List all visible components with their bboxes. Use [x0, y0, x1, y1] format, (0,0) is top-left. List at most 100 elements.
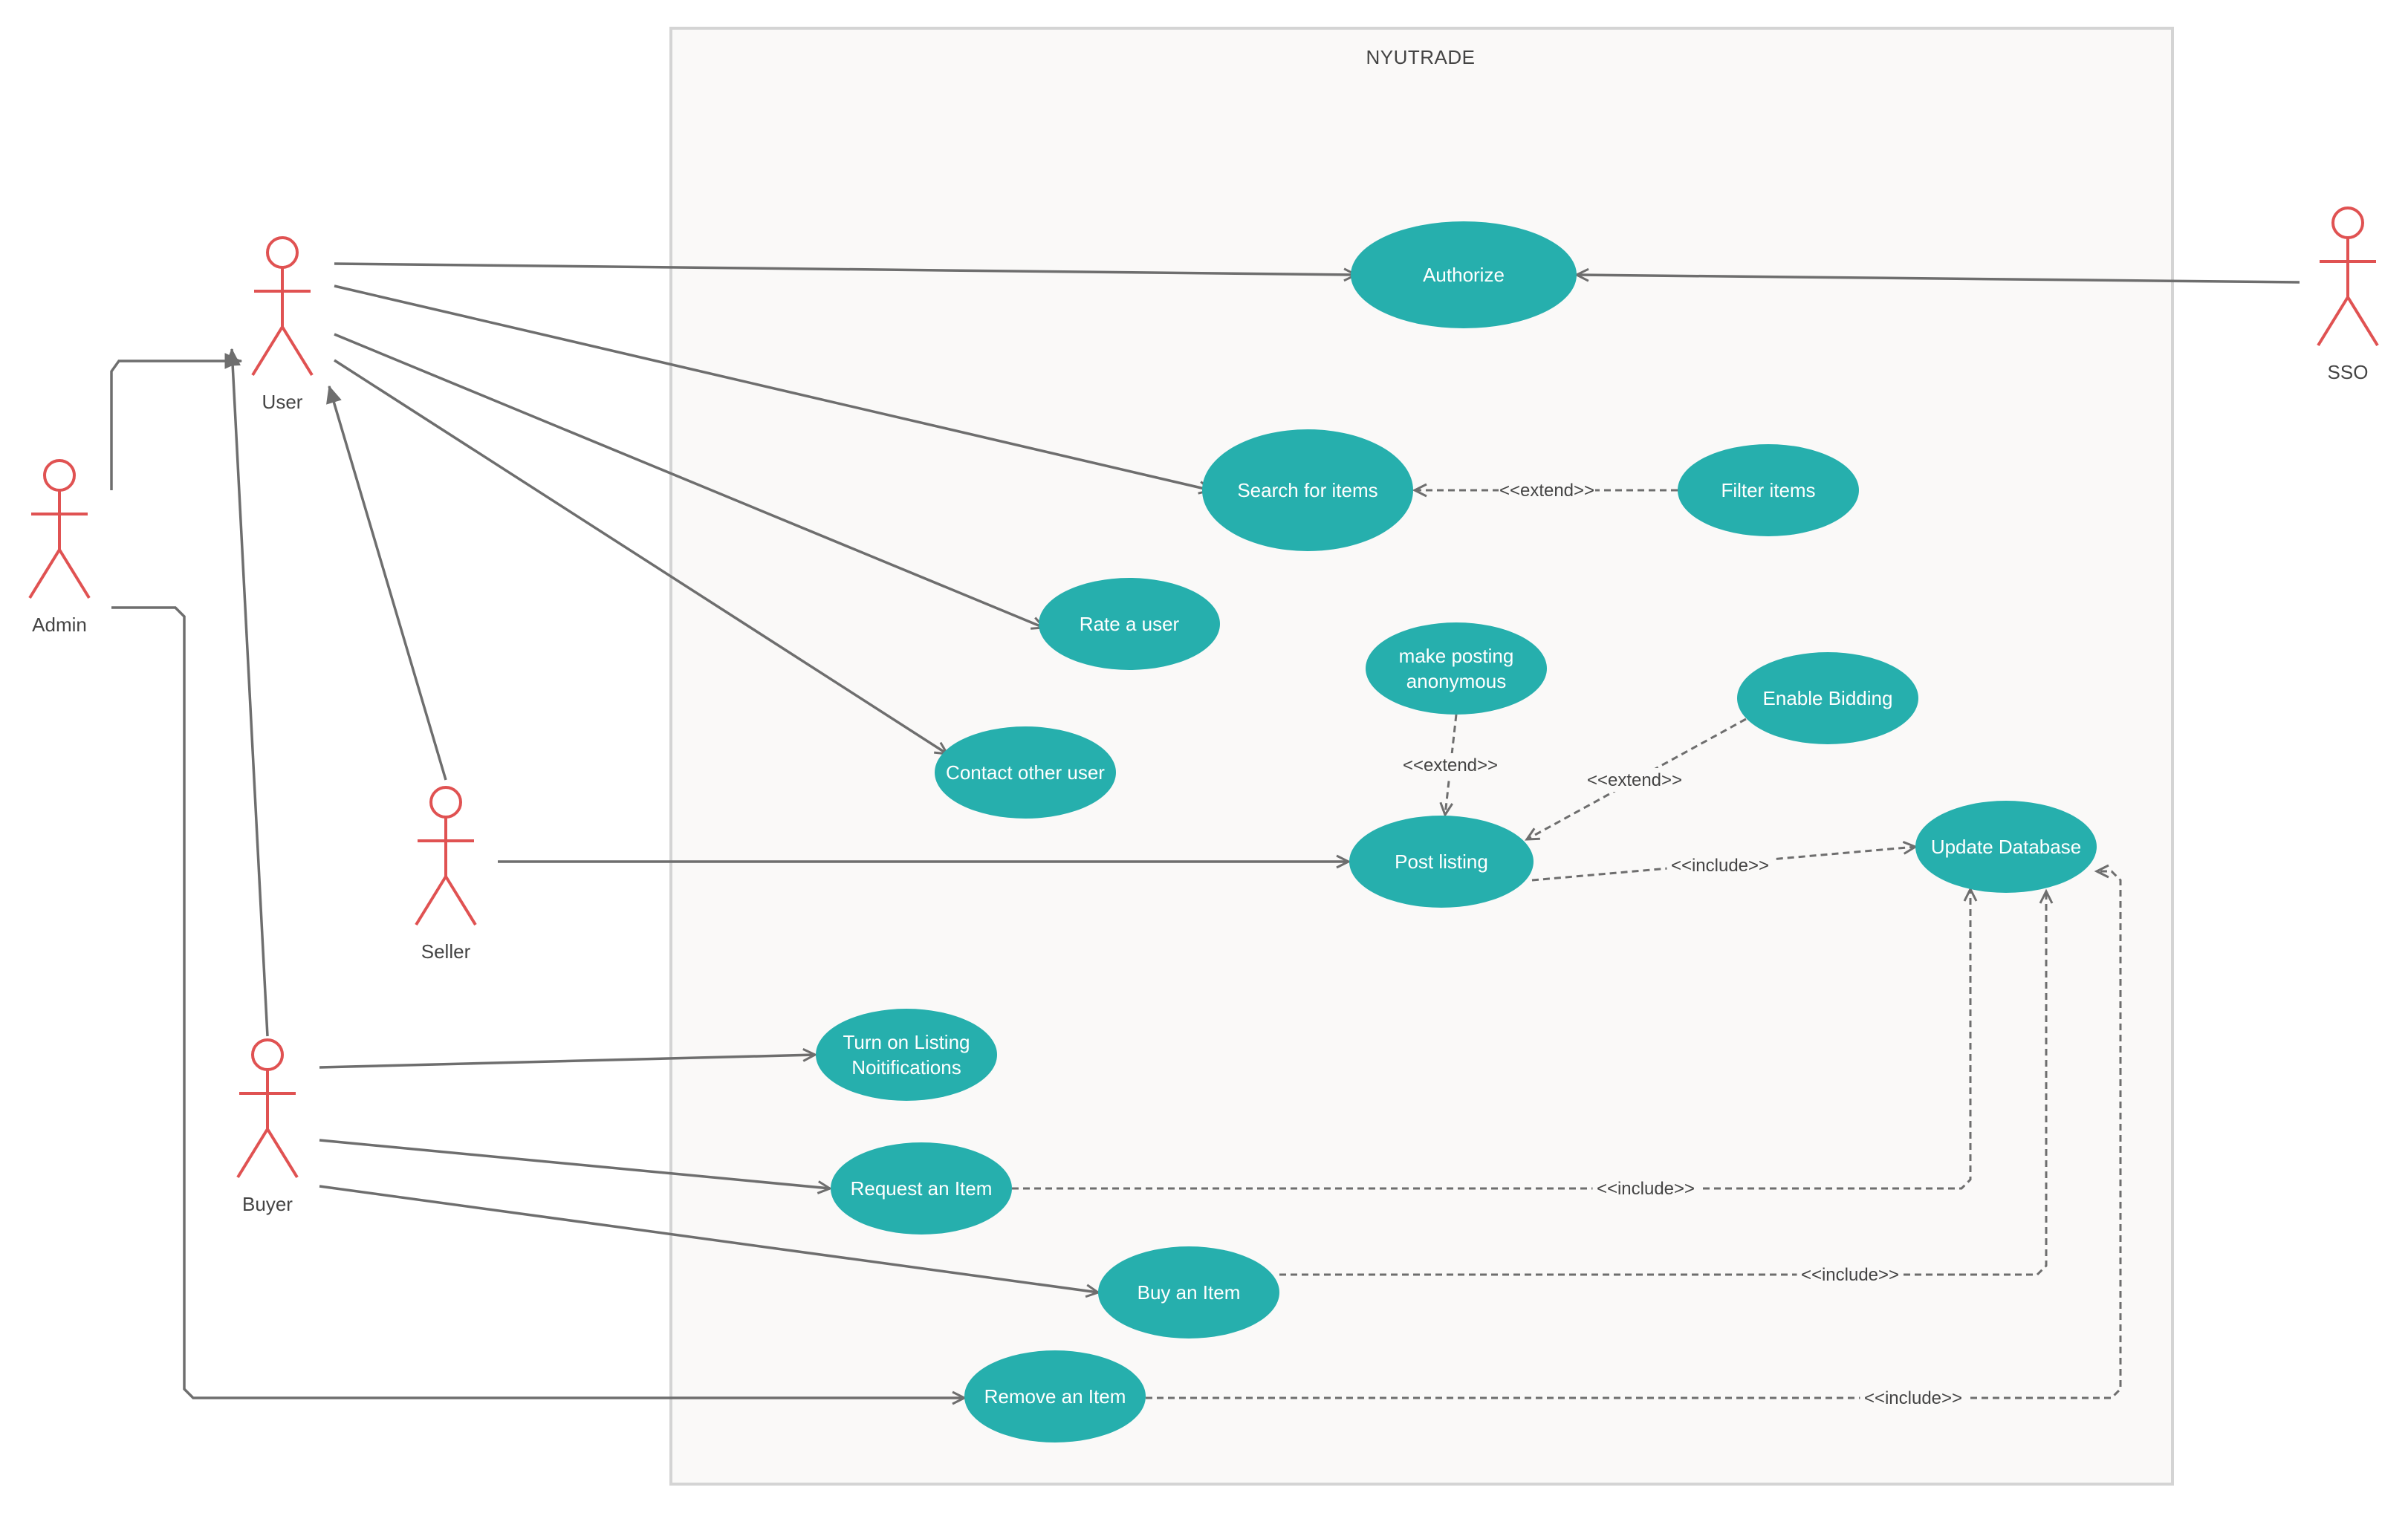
actor-admin[interactable]: Admin: [28, 459, 91, 636]
use-case-ellipse: [1915, 801, 2097, 893]
actor-left-leg: [28, 548, 61, 599]
use-case-ellipse: [1351, 221, 1577, 328]
use-case-label: Noitifications: [851, 1056, 961, 1079]
actor-head: [429, 786, 462, 819]
include-label: <<include>>: [1801, 1265, 1899, 1285]
actor-right-leg: [266, 1128, 299, 1179]
actor-head: [2331, 206, 2364, 239]
use-case-filter[interactable]: Filter items: [1678, 444, 1859, 536]
use-case-label: Post listing: [1395, 850, 1488, 873]
use-case-post[interactable]: Post listing: [1349, 816, 1534, 908]
system-title: NYUTRADE: [1366, 46, 1475, 68]
use-case-search[interactable]: Search for items: [1202, 429, 1413, 551]
use-case-ellipse: [1349, 816, 1534, 908]
use-case-label: Remove an Item: [984, 1385, 1126, 1408]
include-label-background: [1667, 853, 1773, 877]
use-case-label: anonymous: [1406, 670, 1506, 692]
relation-association-buyer-to-notify: [319, 1048, 818, 1069]
actor-user[interactable]: User: [251, 236, 314, 413]
use-case-label: Search for items: [1237, 479, 1377, 501]
use-case-ellipse: [964, 1350, 1146, 1442]
actor-right-leg: [2346, 296, 2379, 347]
relation-include-buy-to-updatedb: [1279, 888, 2054, 1276]
actor-right-leg: [281, 325, 314, 377]
actor-seller[interactable]: Seller: [415, 786, 477, 963]
actor-sso[interactable]: SSO: [2317, 206, 2379, 383]
use-case-ellipse: [1202, 429, 1413, 551]
use-case-label: Update Database: [1931, 836, 2081, 858]
use-case-label: Filter items: [1721, 479, 1815, 501]
use-case-ellipse: [1098, 1246, 1279, 1339]
relation-association-user-to-authorize: [334, 262, 1359, 282]
extend-label: <<extend>>: [1403, 755, 1498, 775]
extend-label-background: [1586, 768, 1683, 792]
actor-left-leg: [236, 1128, 269, 1179]
use-case-label: Rate a user: [1080, 613, 1180, 635]
actor-left-leg: [2317, 296, 2349, 347]
use-case-request[interactable]: Request an Item: [831, 1142, 1012, 1235]
use-case-ellipse: [816, 1009, 997, 1101]
actor-head: [43, 459, 76, 492]
actor-label: SSO: [2328, 361, 2369, 383]
relation-include-request-to-updatedb: [1012, 886, 1978, 1190]
actor-label: Buyer: [242, 1193, 293, 1215]
use-case-label: Authorize: [1423, 264, 1505, 286]
use-case-label: Request an Item: [851, 1177, 993, 1200]
include-label: <<include>>: [1597, 1179, 1695, 1199]
relation-association-user-to-search: [334, 284, 1214, 495]
actor-buyer[interactable]: Buyer: [236, 1038, 299, 1215]
actor-left-leg: [415, 875, 447, 926]
relation-association-sso-to-authorize: [1574, 267, 2300, 284]
relation-association-user-to-contact: [334, 359, 950, 755]
use-case-label: make posting: [1399, 645, 1514, 667]
use-case-ellipse: [831, 1142, 1012, 1235]
include-label: <<include>>: [1671, 856, 1769, 876]
actor-right-leg: [58, 548, 91, 599]
actor-label: Seller: [421, 940, 471, 963]
include-label-background: [1860, 1386, 1967, 1410]
use-case-rate[interactable]: Rate a user: [1039, 578, 1220, 670]
use-case-updatedb[interactable]: Update Database: [1915, 801, 2097, 893]
include-label-background: [1592, 1177, 1699, 1200]
include-label: <<include>>: [1864, 1388, 1962, 1408]
use-case-ellipse: [1737, 652, 1918, 744]
use-case-remove[interactable]: Remove an Item: [964, 1350, 1146, 1442]
extend-label-background: [1402, 753, 1499, 777]
actor-label: User: [262, 391, 303, 413]
actor-head: [251, 1038, 284, 1071]
relations-layer: <<extend>> <<extend>> <<extend>> <<include>…: [110, 262, 2300, 1410]
use-case-authorize[interactable]: Authorize: [1351, 221, 1577, 328]
actor-left-leg: [251, 325, 284, 377]
use-case-bidding[interactable]: Enable Bidding: [1737, 652, 1918, 744]
use-case-label: Contact other user: [946, 761, 1105, 784]
relation-association-buyer-to-buy: [319, 1185, 1101, 1298]
use-case-ellipse: [1678, 444, 1859, 536]
use-case-buy[interactable]: Buy an Item: [1098, 1246, 1279, 1339]
use-case-label: Buy an Item: [1138, 1281, 1241, 1304]
actor-label: Admin: [32, 614, 87, 636]
relation-generalization-admin-to-user: [110, 353, 243, 490]
relation-association-buyer-to-request: [319, 1139, 833, 1194]
use-case-anon[interactable]: make posting anonymous: [1366, 622, 1547, 715]
relation-generalization-buyer-to-user: [224, 348, 269, 1037]
use-case-ellipse: [1366, 622, 1547, 715]
relation-generalization-seller-to-user: [326, 385, 447, 781]
extend-label: <<extend>>: [1499, 481, 1594, 501]
relation-association-admin-to-remove: [111, 606, 967, 1405]
include-label-background: [1797, 1263, 1904, 1287]
actor-head: [266, 236, 299, 269]
use-case-ellipse: [1039, 578, 1220, 670]
use-case-ellipse: [935, 726, 1116, 819]
extend-label: <<extend>>: [1587, 770, 1682, 790]
extend-label-background: [1499, 478, 1595, 502]
relation-association-user-to-rate: [334, 333, 1047, 630]
use-case-label: Turn on Listing: [843, 1031, 970, 1053]
actor-right-leg: [444, 875, 477, 926]
use-case-contact[interactable]: Contact other user: [935, 726, 1116, 819]
use-case-label: Enable Bidding: [1763, 687, 1893, 709]
